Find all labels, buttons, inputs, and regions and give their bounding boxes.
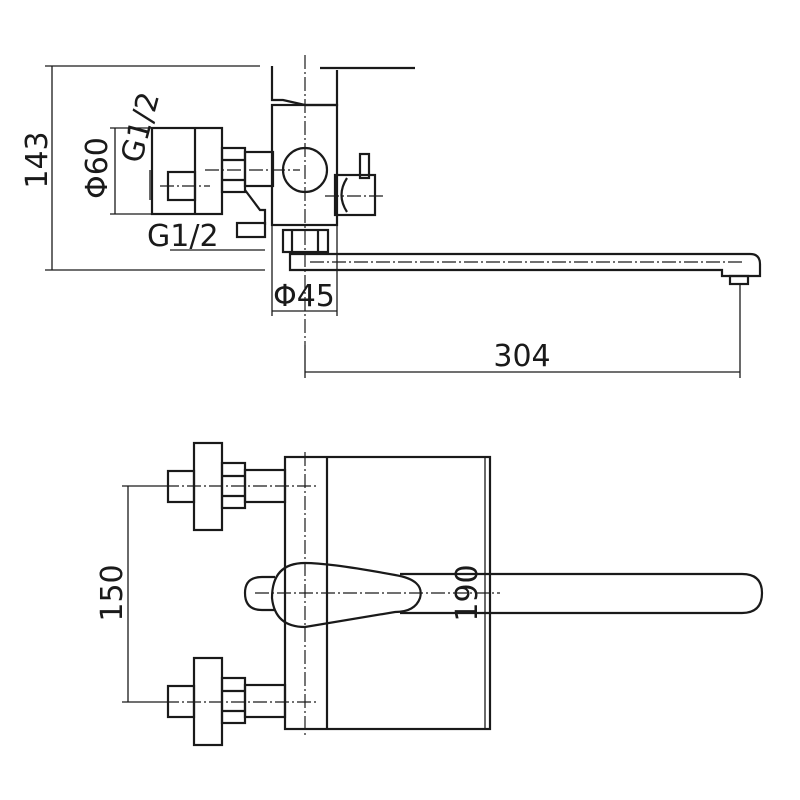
spout-nut (281, 228, 330, 254)
height-label: 143 (20, 131, 55, 188)
inlet-spacing-dimension: 150 (95, 485, 318, 703)
top-view: 150 190 (95, 441, 764, 747)
lever-handle (270, 561, 422, 629)
inlet-pipe (243, 150, 275, 188)
side-view: 143 Φ60 G1/2 (20, 55, 762, 378)
inlet-spacing-label: 150 (95, 564, 130, 621)
body-diameter-dimension: Φ45 (271, 225, 338, 316)
spout-top (400, 572, 764, 615)
height-dimension: 143 (20, 65, 265, 271)
wall-flange (150, 126, 224, 216)
body-width-dimension: 190 (450, 457, 486, 729)
body-width-label: 190 (450, 564, 485, 621)
flange-diameter-dimension: Φ60 (80, 127, 222, 215)
spout-reach-label: 304 (493, 339, 550, 374)
flange-diameter-label: Φ60 (80, 137, 115, 199)
mixer-body (244, 66, 415, 227)
spout-reach-dimension: 304 (304, 285, 741, 378)
body-diameter-label: Φ45 (273, 279, 335, 314)
outlet-thread-label: G1/2 (147, 219, 219, 254)
spout (288, 252, 762, 278)
